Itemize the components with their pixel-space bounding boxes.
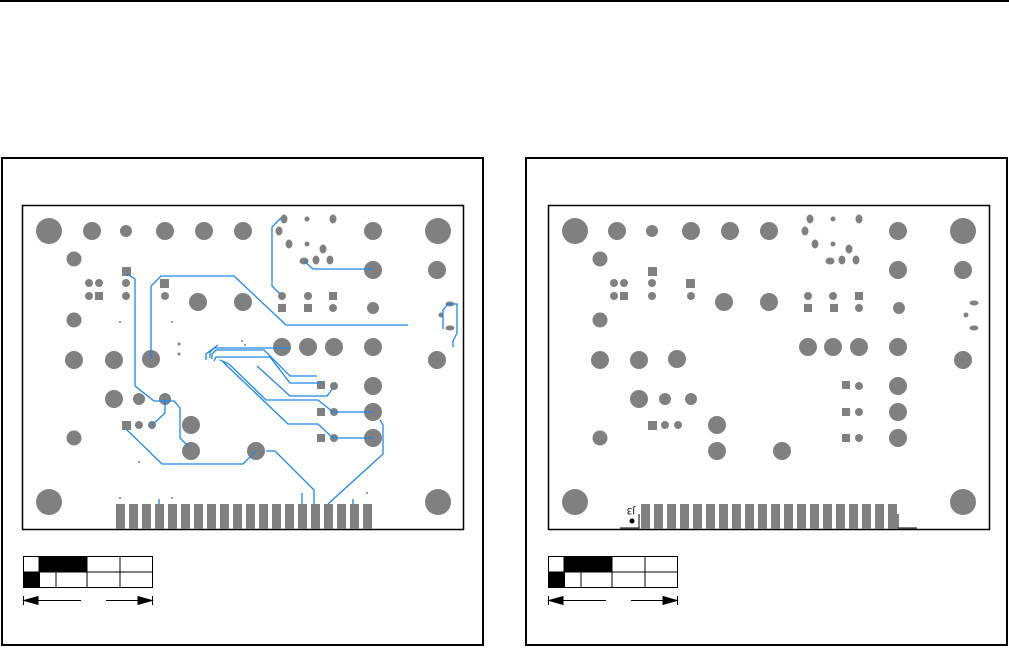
edge-connector-fingers [641, 504, 897, 529]
copper-traces [125, 217, 458, 505]
pads [36, 214, 455, 529]
pcb-panel-copper [1, 157, 484, 646]
scale-bar [547, 556, 679, 606]
pads [562, 214, 979, 529]
scale-bar [22, 556, 154, 606]
pcb-panel-pads: J3 [525, 157, 1008, 646]
board-outline [547, 204, 991, 531]
silkscreen-j3 [620, 514, 917, 529]
board-outline [21, 204, 465, 531]
vias [119, 321, 368, 499]
connector-label-j3: J3 [627, 505, 636, 515]
page-top-rule [0, 0, 1009, 2]
edge-connector-fingers [116, 504, 372, 529]
pcb-copper-drawing [21, 204, 465, 606]
pcb-pads-drawing: J3 [547, 204, 991, 606]
pin1-marker-dot [629, 518, 635, 524]
